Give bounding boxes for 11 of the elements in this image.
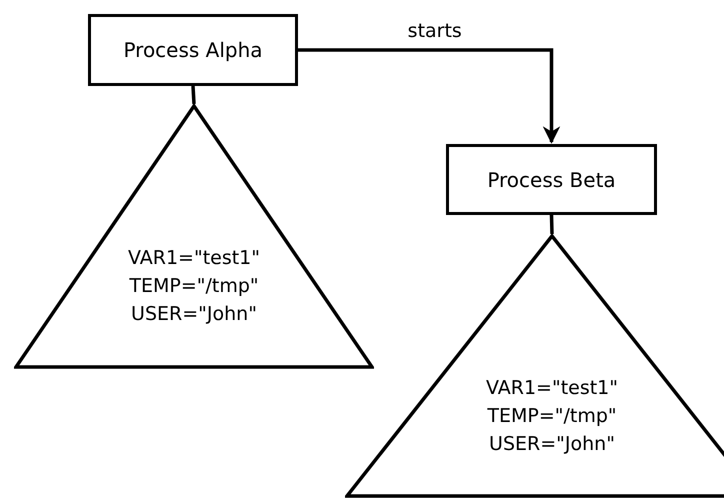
variable-assignment: VAR1="test1"	[486, 376, 618, 401]
variable-assignment: USER="John"	[489, 432, 615, 457]
variable-assignment: TEMP="/tmp"	[129, 274, 259, 299]
process-box: Process Beta	[446, 144, 657, 215]
variable-assignment: TEMP="/tmp"	[487, 404, 617, 429]
process-box: Process Alpha	[88, 14, 298, 86]
connector-line	[550, 214, 554, 234]
variable-assignment: VAR1="test1"	[128, 246, 260, 271]
variable-assignment: USER="John"	[131, 302, 257, 327]
connector-line	[191, 86, 196, 104]
arrow	[298, 48, 560, 144]
